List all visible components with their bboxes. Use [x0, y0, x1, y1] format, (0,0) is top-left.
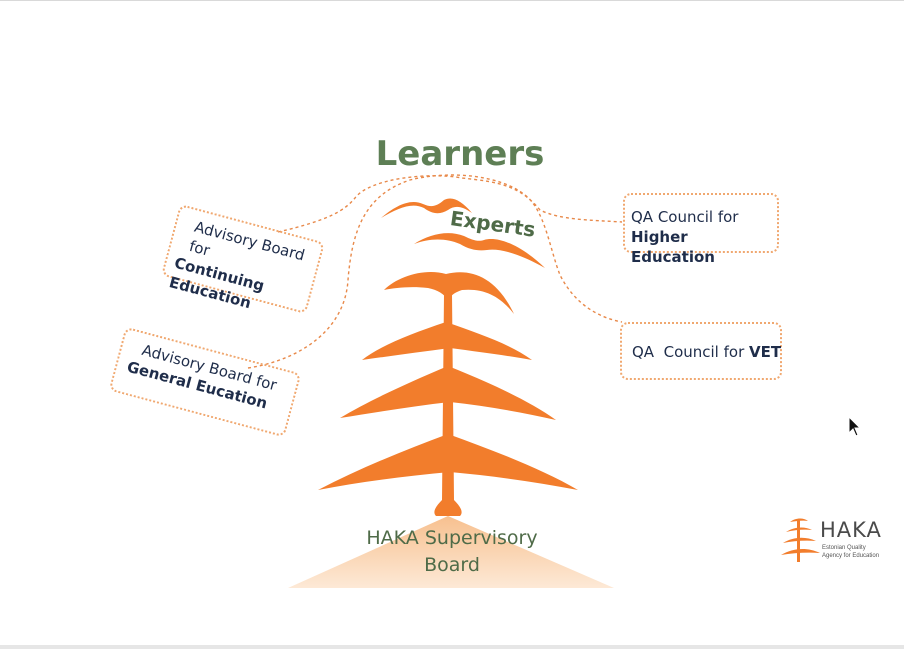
tree-tier-3 [318, 434, 578, 490]
qa-vet-prefix: QA Council for [632, 343, 750, 361]
top-border [0, 0, 904, 1]
connector-general [247, 174, 526, 369]
tree-tier-1 [362, 322, 532, 360]
haka-logo-tree [781, 518, 820, 562]
bottom-border [0, 645, 904, 649]
qa-vet-bold: VET [749, 343, 782, 361]
learners-title: Learners [375, 134, 545, 174]
haka-logo-sub2: Agency for Education [822, 553, 880, 559]
tree-trunk [434, 294, 462, 516]
supervisory-board-label: HAKA Supervisory Board [352, 525, 552, 579]
mouse-cursor-icon [848, 416, 862, 437]
haka-logo-word: HAKA [820, 518, 882, 542]
mound-shape [288, 516, 614, 588]
tree-tier-2 [340, 366, 556, 420]
qa-higher-line2: Education [631, 248, 715, 266]
haka-logo: HAKA Estonian Quality Agency for Educati… [780, 516, 892, 566]
tree-top [384, 271, 514, 314]
connector-vet [524, 194, 623, 323]
qa-council-higher-box: QA Council for Higher Education [623, 193, 779, 266]
bird-top [381, 198, 472, 218]
qa-council-vet-box: QA Council for VET [620, 322, 782, 380]
qa-higher-bold: Higher [631, 228, 688, 246]
haka-logo-subtitle: Estonian Quality Agency for Education [822, 544, 902, 560]
supervisory-line2: Board [424, 554, 480, 576]
qa-higher-prefix: QA Council for [631, 208, 739, 226]
haka-logo-sub1: Estonian Quality [822, 545, 866, 551]
supervisory-line1: HAKA Supervisory [366, 527, 538, 549]
connector-lines [247, 174, 623, 369]
bird-bottom [414, 233, 545, 268]
